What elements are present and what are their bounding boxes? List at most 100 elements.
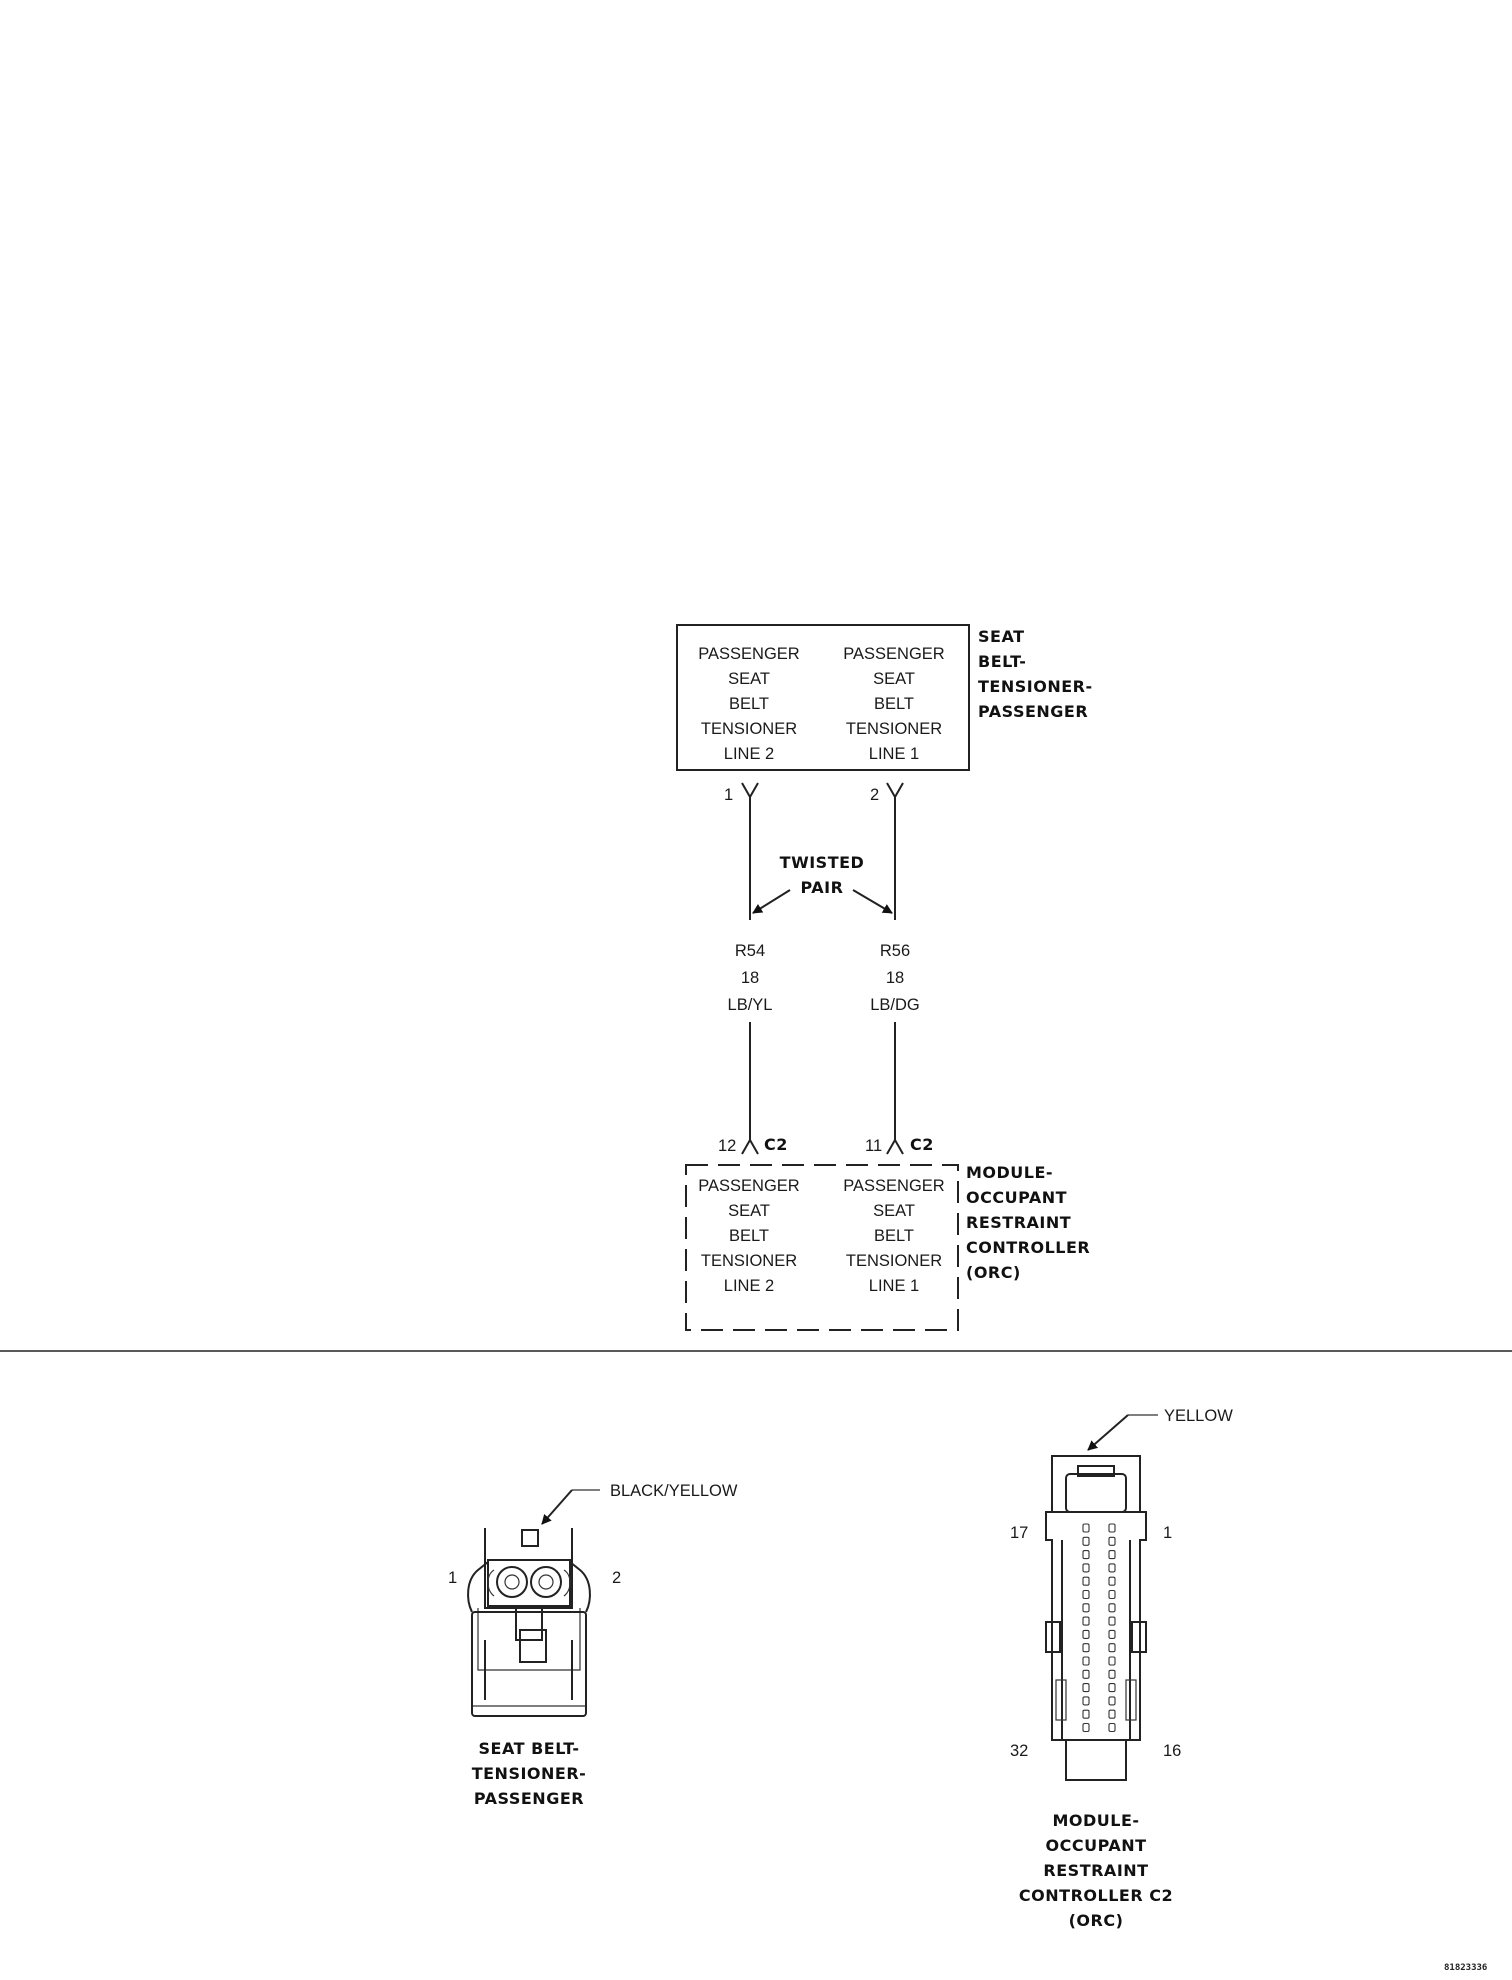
orc-cavity-slot (1108, 1576, 1116, 1586)
orc-cavity-slot (1082, 1576, 1090, 1586)
tensioner-color-arrow (541, 1489, 573, 1525)
svg-text:18: 18 (886, 969, 904, 987)
orc-cavity-slot (1082, 1683, 1090, 1693)
orc-component-box (685, 1164, 959, 1331)
tensioner-view-pin-2: 2 (612, 1569, 621, 1587)
orc-cavity-slot (1082, 1589, 1090, 1600)
tensioner-right-circuit-label: PASSENGER SEAT BELT TENSIONER LINE 1 (843, 645, 945, 763)
svg-text:BELT: BELT (729, 1227, 769, 1245)
orc-pin-11-connector-id: C2 (910, 1135, 934, 1154)
orc-view-title: MODULE- OCCUPANT RESTRAINT CONTROLLER C2… (1019, 1811, 1173, 1930)
svg-text:LB/DG: LB/DG (870, 996, 920, 1014)
svg-text:18: 18 (741, 969, 759, 987)
orc-cavity-slot (1082, 1563, 1090, 1573)
orc-cavity-slot (1108, 1536, 1116, 1546)
orc-connector-view (1045, 1455, 1147, 1781)
svg-text:TWISTED: TWISTED (780, 853, 865, 872)
twisted-pair-label: TWISTED PAIR (780, 853, 865, 897)
svg-text:LINE 2: LINE 2 (724, 745, 774, 763)
orc-cavity-slot (1108, 1550, 1116, 1560)
orc-view-pin-16: 16 (1163, 1742, 1181, 1760)
svg-text:BELT: BELT (729, 695, 769, 713)
svg-text:TENSIONER: TENSIONER (846, 720, 942, 738)
svg-text:SEAT: SEAT (978, 627, 1025, 646)
orc-cavity-slot (1082, 1550, 1090, 1560)
orc-pin-11-label: 11 (865, 1137, 882, 1155)
orc-cavity-slot (1082, 1669, 1090, 1679)
orc-cavity-slot (1108, 1696, 1116, 1706)
orc-pin-12-connector (741, 1137, 759, 1155)
tensioner-component-title: SEAT BELT- TENSIONER- PASSENGER (978, 627, 1093, 721)
svg-text:LINE 1: LINE 1 (869, 1277, 919, 1295)
svg-text:PASSENGER: PASSENGER (698, 1177, 800, 1195)
svg-text:PASSENGER: PASSENGER (978, 702, 1088, 721)
svg-text:SEAT: SEAT (873, 1202, 915, 1220)
orc-cavity-slot (1108, 1656, 1116, 1666)
svg-text:SEAT: SEAT (873, 670, 915, 688)
tensioner-pin-2-connector (886, 782, 904, 800)
orc-cavity-slot (1108, 1643, 1116, 1653)
orc-right-circuit-label: PASSENGER SEAT BELT TENSIONER LINE 1 (843, 1177, 945, 1295)
tensioner-pin-1-label: 1 (724, 786, 733, 804)
orc-pin-12-connector-id: C2 (764, 1135, 788, 1154)
svg-text:OCCUPANT: OCCUPANT (966, 1188, 1067, 1207)
orc-cavity-column-right (1108, 1523, 1116, 1733)
tensioner-pin-2-label: 2 (870, 786, 879, 804)
orc-cavity-slot (1082, 1696, 1090, 1706)
orc-cavity-slot (1108, 1603, 1116, 1613)
tensioner-component-box (676, 624, 970, 771)
svg-text:TENSIONER-: TENSIONER- (978, 677, 1093, 696)
orc-cavity-slot (1108, 1523, 1116, 1533)
tensioner-connector-view (467, 1528, 591, 1717)
svg-text:RESTRAINT: RESTRAINT (966, 1213, 1071, 1232)
orc-cavity-slot (1082, 1523, 1090, 1533)
orc-component-title: MODULE- OCCUPANT RESTRAINT CONTROLLER (O… (966, 1163, 1090, 1282)
svg-text:PASSENGER: PASSENGER (843, 1177, 945, 1195)
svg-text:PASSENGER: PASSENGER (843, 645, 945, 663)
orc-cavity-slot (1082, 1722, 1090, 1733)
svg-text:OCCUPANT: OCCUPANT (1045, 1836, 1146, 1855)
orc-cavity-slot (1108, 1709, 1116, 1719)
tensioner-view-title: SEAT BELT- TENSIONER- PASSENGER (472, 1739, 587, 1808)
tensioner-pin-1-connector (741, 782, 759, 800)
tensioner-color-label: BLACK/YELLOW (610, 1482, 738, 1500)
svg-text:PASSENGER: PASSENGER (698, 645, 800, 663)
svg-text:TENSIONER: TENSIONER (701, 1252, 797, 1270)
wire-r56-label: R56 18 LB/DG (870, 942, 920, 1014)
orc-cavity-slot (1108, 1683, 1116, 1693)
svg-text:CONTROLLER C2: CONTROLLER C2 (1019, 1886, 1173, 1905)
svg-text:LB/YL: LB/YL (728, 996, 773, 1014)
orc-cavity-slot (1108, 1629, 1116, 1639)
wire-r54-label: R54 18 LB/YL (728, 942, 773, 1014)
orc-pin-12-label: 12 (718, 1137, 736, 1155)
orc-cavity-slot (1108, 1616, 1116, 1626)
svg-text:PASSENGER: PASSENGER (474, 1789, 584, 1808)
figure-id: 81823336 (1444, 1963, 1487, 1973)
svg-text:R54: R54 (735, 942, 765, 960)
svg-text:MODULE-: MODULE- (966, 1163, 1053, 1182)
orc-cavity-slot (1082, 1536, 1090, 1546)
svg-text:SEAT: SEAT (728, 670, 770, 688)
svg-text:TENSIONER: TENSIONER (846, 1252, 942, 1270)
svg-text:CONTROLLER: CONTROLLER (966, 1238, 1090, 1257)
tensioner-left-circuit-label: PASSENGER SEAT BELT TENSIONER LINE 2 (698, 645, 800, 763)
svg-text:BELT-: BELT- (978, 652, 1026, 671)
svg-text:TENSIONER-: TENSIONER- (472, 1764, 587, 1783)
orc-cavity-column-left (1082, 1523, 1090, 1733)
twisted-pair-arrow-left (752, 889, 791, 914)
orc-cavity-slot (1082, 1656, 1090, 1666)
orc-cavity-slot (1082, 1616, 1090, 1626)
svg-text:RESTRAINT: RESTRAINT (1043, 1861, 1148, 1880)
orc-view-pin-32: 32 (1010, 1742, 1028, 1760)
orc-cavity-slot (1108, 1722, 1116, 1733)
twisted-pair-arrow-right (852, 889, 893, 914)
svg-text:SEAT BELT-: SEAT BELT- (479, 1739, 580, 1758)
orc-cavity-slot (1108, 1669, 1116, 1679)
orc-cavity-slot (1108, 1589, 1116, 1600)
orc-cavity-slot (1108, 1563, 1116, 1573)
svg-text:LINE 1: LINE 1 (869, 745, 919, 763)
svg-text:LINE 2: LINE 2 (724, 1277, 774, 1295)
orc-view-pin-1: 1 (1163, 1524, 1172, 1542)
orc-color-arrow (1087, 1414, 1129, 1451)
